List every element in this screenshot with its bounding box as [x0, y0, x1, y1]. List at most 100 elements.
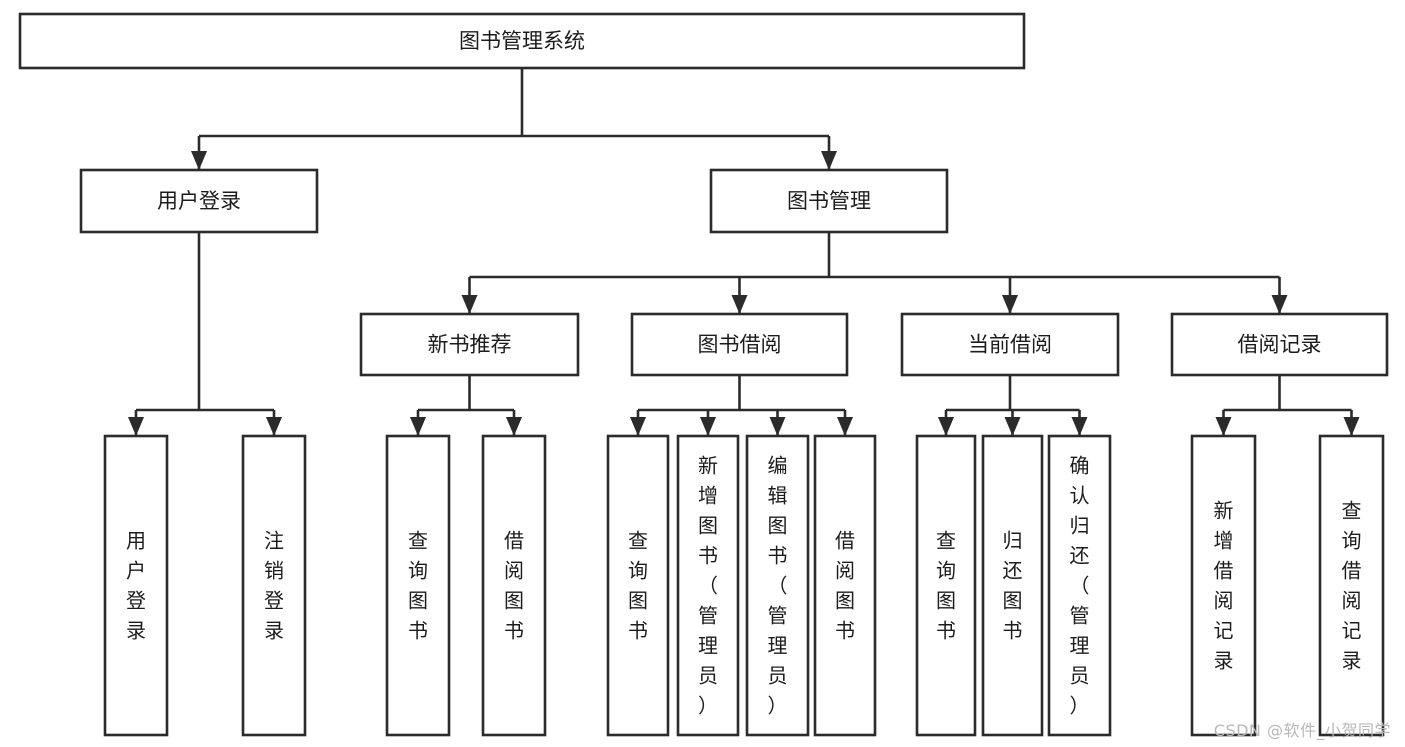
- node-leaf-l3-1-1-label-char: 理: [698, 634, 718, 658]
- arrow-head-icon: [837, 417, 853, 436]
- node-leaf-l3-1-1-label-char: 新: [698, 454, 718, 478]
- node-leaf-l3-3-1-label-char: 录: [1342, 649, 1362, 673]
- node-level3-0-box[interactable]: [359, 312, 580, 377]
- node-level3-3-box[interactable]: [1170, 312, 1389, 377]
- node-level2-0-box[interactable]: [79, 168, 319, 234]
- node-leaf-l3-2-2-label-char: 管: [1070, 604, 1090, 628]
- arrow-head-icon: [1215, 417, 1232, 436]
- arrow-head-icon: [191, 151, 207, 170]
- node-leaf-l3-1-3-label-char: 阅: [835, 559, 855, 583]
- node-leaf-l3-0-1-label-char: 借: [504, 529, 524, 553]
- node-leaf-l3-0-1-label-char: 阅: [504, 559, 524, 583]
- node-leaf-l3-2-2-box[interactable]: [1047, 434, 1112, 737]
- node-leaf-l3-0-1-box[interactable]: [481, 434, 547, 737]
- node-leaf-l3-3-1-label-char: 查: [1342, 499, 1362, 523]
- node-leaf-l3-0-1-label-char: 图: [504, 589, 524, 613]
- node-root-book-management-system[interactable]: 图书管理系统: [18, 12, 1026, 70]
- node-leaf-l2-0-0-label-char: 录: [126, 619, 146, 643]
- node-leaf-l3-3-0-label-char: 录: [1214, 649, 1234, 673]
- node-root-book-management-system-box[interactable]: [18, 12, 1026, 70]
- arrow-head-icon: [410, 417, 426, 436]
- node-level2-1[interactable]: 图书管理: [709, 168, 949, 234]
- node-leaf-l2-0-0-label-char: 户: [126, 559, 146, 583]
- node-leaf-l3-1-2-label-char: ）: [768, 694, 788, 718]
- node-leaf-l3-1-2-label-char: 员: [768, 664, 788, 688]
- node-leaf-l3-2-0-label-char: 图: [936, 589, 956, 613]
- node-leaf-l3-2-0-label-char: 书: [936, 619, 956, 643]
- node-leaf-l3-3-1-label-char: 记: [1342, 619, 1362, 643]
- node-level3-2-label: 当前借阅: [968, 333, 1052, 357]
- node-leaf-l3-2-0-label-char: 查: [936, 529, 956, 553]
- node-leaf-l3-1-3-label-char: 借: [835, 529, 855, 553]
- node-leaf-l3-1-1-label-char: 书: [698, 544, 718, 568]
- node-leaf-l3-1-2-label-char: 理: [768, 634, 788, 658]
- node-leaf-l2-0-1-label-char: 登: [264, 589, 284, 613]
- node-level3-2-box[interactable]: [900, 312, 1120, 377]
- arrow-head-icon: [938, 417, 954, 436]
- node-leaf-l3-3-0-label-char: 新: [1214, 499, 1234, 523]
- node-leaf-l3-1-2-label-char: 辑: [768, 484, 788, 508]
- arrow-head-icon: [1002, 295, 1018, 314]
- arrow-head-icon: [769, 417, 786, 436]
- node-leaf-l3-3-0-box[interactable]: [1190, 434, 1257, 737]
- node-leaf-l2-0-0-box[interactable]: [103, 434, 169, 737]
- node-leaf-l3-0-0-label-char: 图: [408, 589, 428, 613]
- node-level3-1[interactable]: 图书借阅: [630, 312, 849, 377]
- node-level3-2[interactable]: 当前借阅: [900, 312, 1120, 377]
- node-leaf-l3-3-0-label-char: 借: [1214, 559, 1234, 583]
- node-leaf-l3-3-1-label-char: 阅: [1342, 589, 1362, 613]
- node-level3-3[interactable]: 借阅记录: [1170, 312, 1389, 377]
- node-leaf-l3-1-2-label-char: 图: [768, 514, 788, 538]
- node-leaf-l3-1-3-box[interactable]: [813, 434, 877, 737]
- arrow-head-icon: [266, 417, 282, 436]
- node-level2-1-box[interactable]: [709, 168, 949, 234]
- node-leaf-l3-2-0-label-char: 询: [936, 559, 956, 583]
- node-leaf-l3-1-1-label-char: 员: [698, 664, 718, 688]
- node-leaf-l3-2-1-label-char: 还: [1003, 559, 1023, 583]
- node-leaf-l3-1-2-label-char: 书: [768, 544, 788, 568]
- arrow-head-icon: [461, 295, 478, 314]
- node-leaf-l3-0-0-label-char: 询: [408, 559, 428, 583]
- node-level2-0[interactable]: 用户登录: [79, 168, 319, 234]
- node-leaf-l3-2-2-label-char: 归: [1070, 514, 1090, 538]
- node-leaf-l2-0-0[interactable]: 用户登录: [103, 434, 169, 737]
- node-leaf-l3-3-1-box[interactable]: [1318, 434, 1385, 737]
- node-leaf-l2-0-0-label-char: 用: [126, 529, 146, 553]
- node-leaf-l3-1-2-box[interactable]: [745, 434, 810, 737]
- node-leaf-l3-1-0-label-char: 询: [628, 559, 648, 583]
- arrow-head-icon: [128, 417, 144, 436]
- node-root-book-management-system-label: 图书管理系统: [459, 29, 585, 53]
- node-leaf-l3-3-1-label-char: 借: [1342, 559, 1362, 583]
- node-leaf-l3-1-0-box[interactable]: [606, 434, 670, 737]
- node-leaf-l3-3-0-label-char: 记: [1214, 619, 1234, 643]
- node-leaf-l3-1-1-box[interactable]: [676, 434, 740, 737]
- node-leaf-l3-2-2-label-char: 理: [1070, 634, 1090, 658]
- node-level3-1-box[interactable]: [630, 312, 849, 377]
- node-level3-0[interactable]: 新书推荐: [359, 312, 580, 377]
- node-leaf-l3-2-0-box[interactable]: [915, 434, 977, 737]
- node-level3-3-label: 借阅记录: [1238, 333, 1322, 357]
- arrow-head-icon: [1271, 295, 1288, 314]
- node-leaf-l2-0-1-box[interactable]: [241, 434, 307, 737]
- arrow-head-icon: [731, 295, 748, 314]
- node-leaf-l3-2-1-box[interactable]: [981, 434, 1044, 737]
- node-leaf-l3-0-0-box[interactable]: [385, 434, 451, 737]
- node-leaf-l3-1-1-label-char: ）: [698, 694, 718, 718]
- node-leaf-l3-3-0-label-char: 增: [1214, 529, 1234, 553]
- node-leaf-l3-0-0-label-char: 查: [408, 529, 428, 553]
- node-level3-1-label: 图书借阅: [698, 333, 782, 357]
